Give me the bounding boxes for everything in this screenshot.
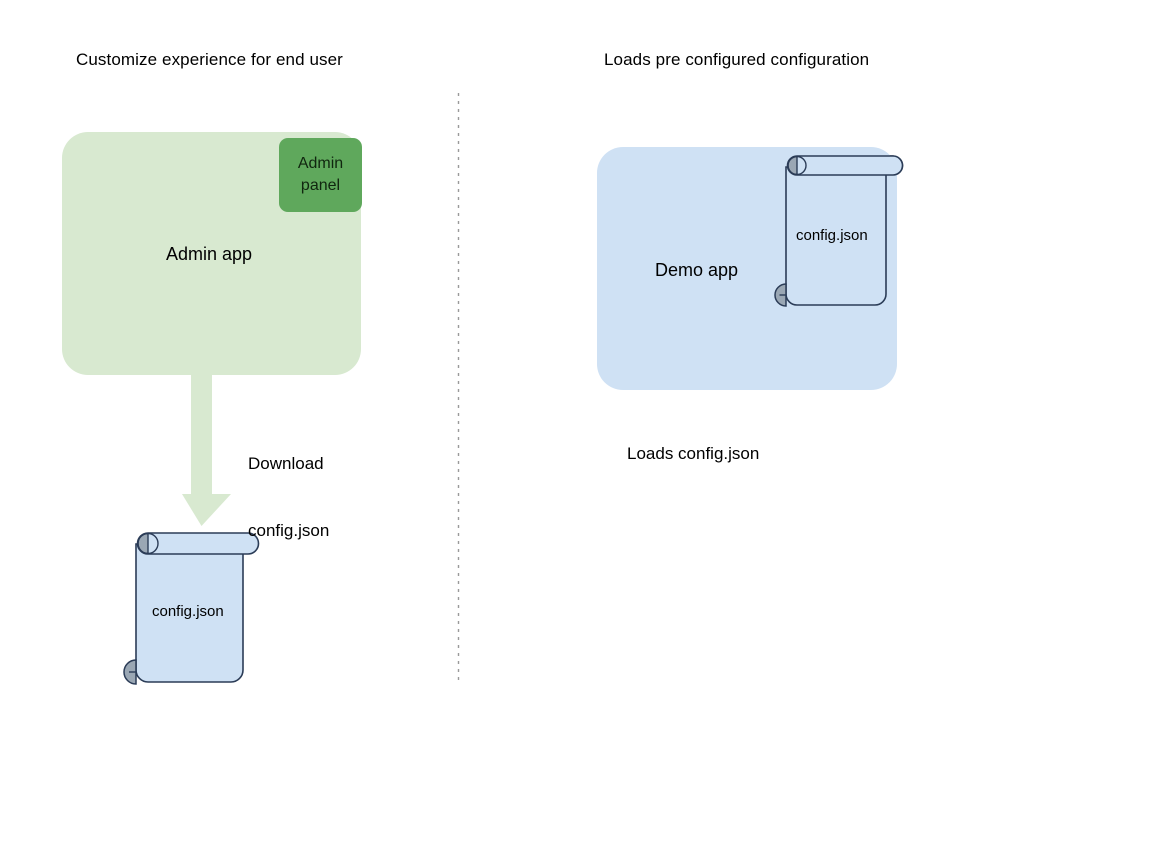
admin-app-label: Admin app — [166, 244, 253, 264]
download-arrow — [182, 360, 231, 526]
admin-panel-label-line2: panel — [300, 177, 341, 194]
demo-app-box[interactable] — [597, 147, 897, 390]
left-document-label: config.json — [152, 603, 224, 620]
admin-panel-label: Admin panel — [279, 138, 362, 212]
demo-app-label: Demo app — [655, 260, 739, 280]
left-document-top-roll — [136, 532, 260, 555]
download-arrow-label: Download config.json — [248, 408, 329, 588]
right-column-heading: Loads pre configured configuration — [604, 50, 870, 69]
left-document-top-nub — [137, 532, 149, 555]
loads-config-caption: Loads config.json — [627, 444, 760, 463]
download-arrow-label-line2: config.json — [248, 521, 330, 541]
admin-panel-box[interactable]: Admin panel — [279, 138, 362, 212]
download-arrow-label-line1: Download — [248, 453, 324, 473]
left-column-heading: Customize experience for end user — [76, 50, 343, 69]
left-document-top-nub-ring — [137, 532, 159, 555]
right-document-label: config.json — [796, 227, 868, 244]
left-document-bottom-nub — [123, 659, 137, 685]
admin-panel-label-line1: Admin — [297, 155, 344, 173]
